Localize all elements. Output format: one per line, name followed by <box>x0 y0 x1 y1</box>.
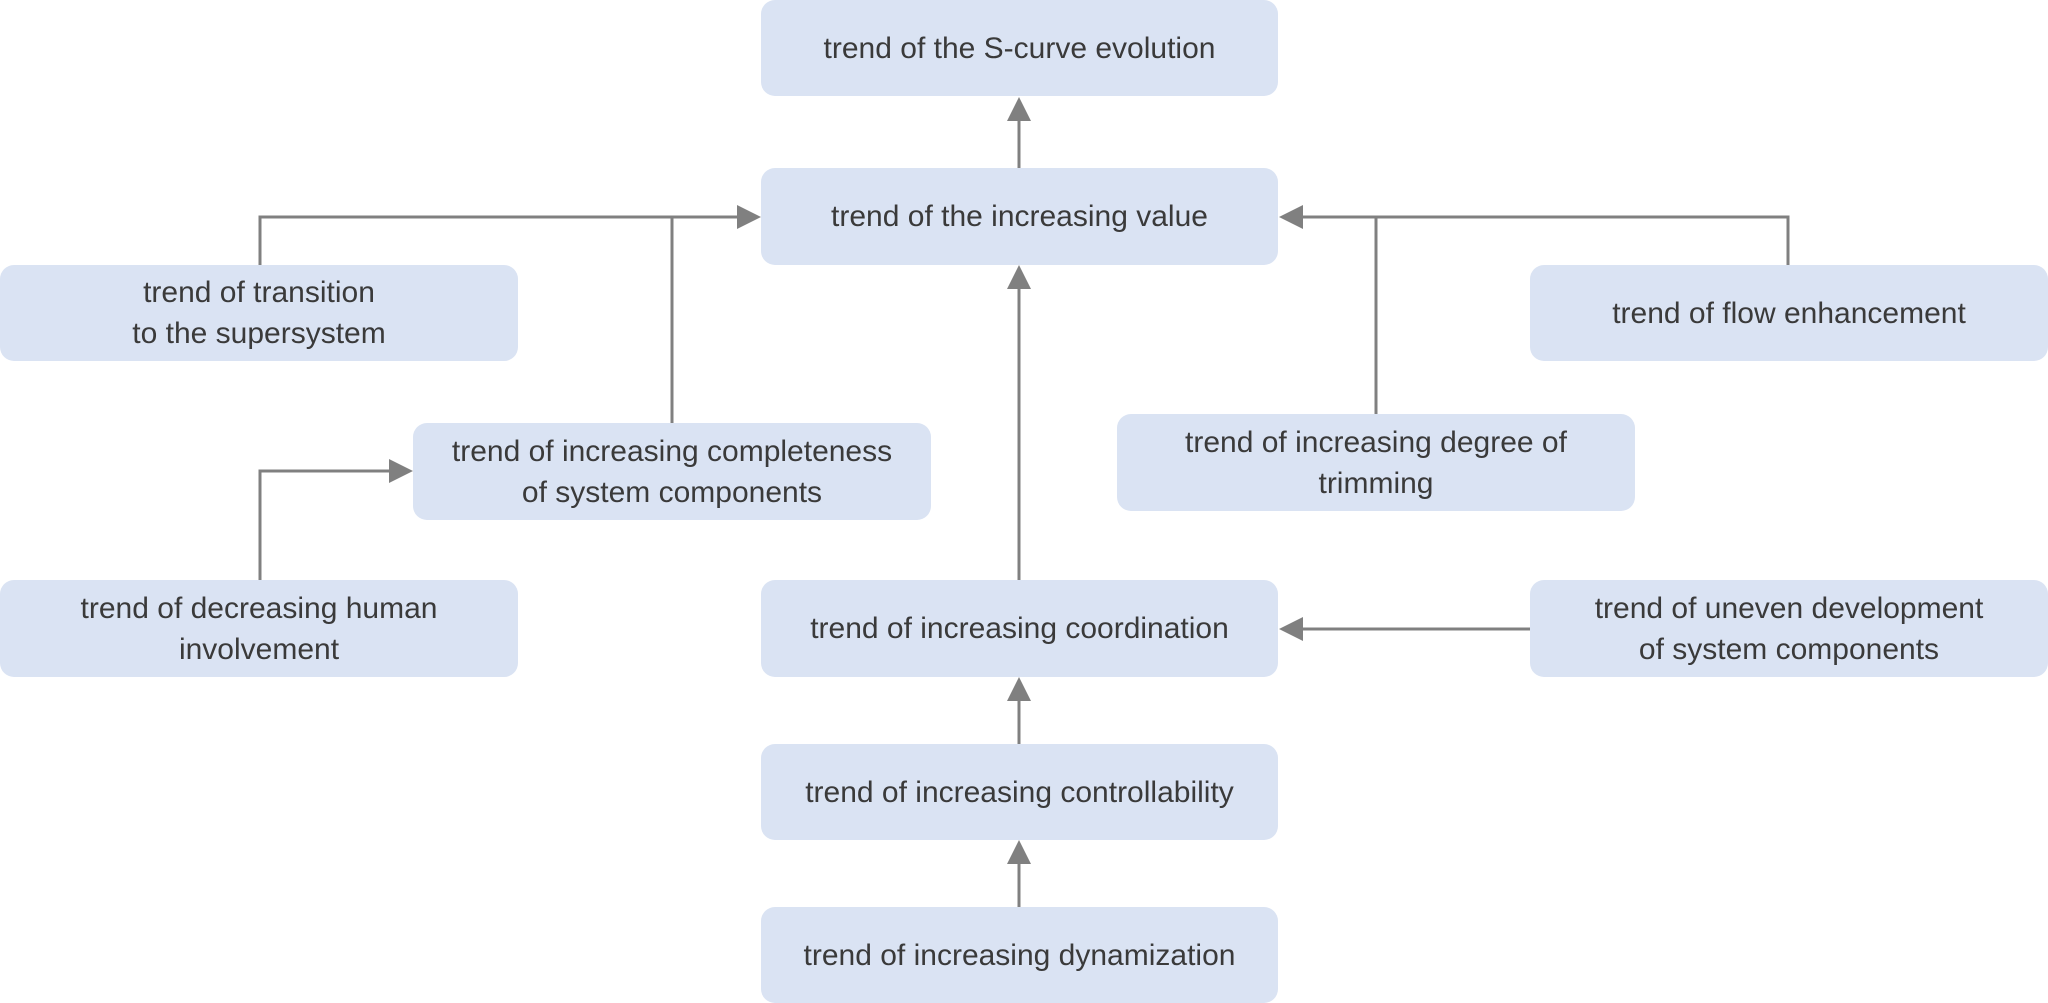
connector-flow-to-value <box>1302 215 1790 265</box>
arrowhead-value-left <box>737 205 761 229</box>
node-uneven-development: trend of uneven development of system co… <box>1530 580 2048 677</box>
node-increasing-coordination: trend of increasing coordination <box>761 580 1278 677</box>
node-label: trend of increasing coordination <box>810 612 1229 645</box>
connector-human-to-completeness <box>258 469 390 580</box>
node-label: trend of increasing completeness of syst… <box>451 434 893 509</box>
node-increasing-controllability: trend of increasing controllability <box>761 744 1278 840</box>
node-label: trend of decreasing human involvement <box>80 591 438 666</box>
arrowhead-scurve <box>1007 97 1031 121</box>
node-increasing-trimming: trend of increasing degree of trimming <box>1117 414 1635 511</box>
node-label: trend of flow enhancement <box>1612 296 1966 330</box>
node-label: trend of increasing controllability <box>805 775 1234 809</box>
node-label: trend of the increasing value <box>831 200 1208 233</box>
arrowhead-coordination-right <box>1279 617 1303 641</box>
node-label: trend of uneven development of system co… <box>1594 591 1984 666</box>
node-label: trend of transition to the supersystem <box>132 276 386 350</box>
node-decreasing-human-involvement: trend of decreasing human involvement <box>0 580 518 677</box>
node-label: trend of increasing degree of trimming <box>1185 425 1567 500</box>
node-flow-enhancement: trend of flow enhancement <box>1530 265 2048 361</box>
arrowhead-controllability <box>1007 840 1031 864</box>
arrowhead-value-right <box>1279 205 1303 229</box>
connector-supersystem-to-value <box>258 215 740 265</box>
node-increasing-value: trend of the increasing value <box>761 168 1278 265</box>
node-s-curve-evolution: trend of the S-curve evolution <box>761 0 1278 96</box>
arrowhead-coordination-bottom <box>1007 677 1031 701</box>
node-transition-to-supersystem: trend of transition to the supersystem <box>0 265 518 361</box>
arrowhead-value-bottom <box>1007 265 1031 289</box>
node-increasing-completeness: trend of increasing completeness of syst… <box>413 423 931 520</box>
arrowhead-completeness <box>389 459 413 483</box>
node-label: trend of the S-curve evolution <box>823 31 1216 65</box>
node-increasing-dynamization: trend of increasing dynamization <box>761 907 1278 1003</box>
node-label: trend of increasing dynamization <box>803 938 1236 972</box>
